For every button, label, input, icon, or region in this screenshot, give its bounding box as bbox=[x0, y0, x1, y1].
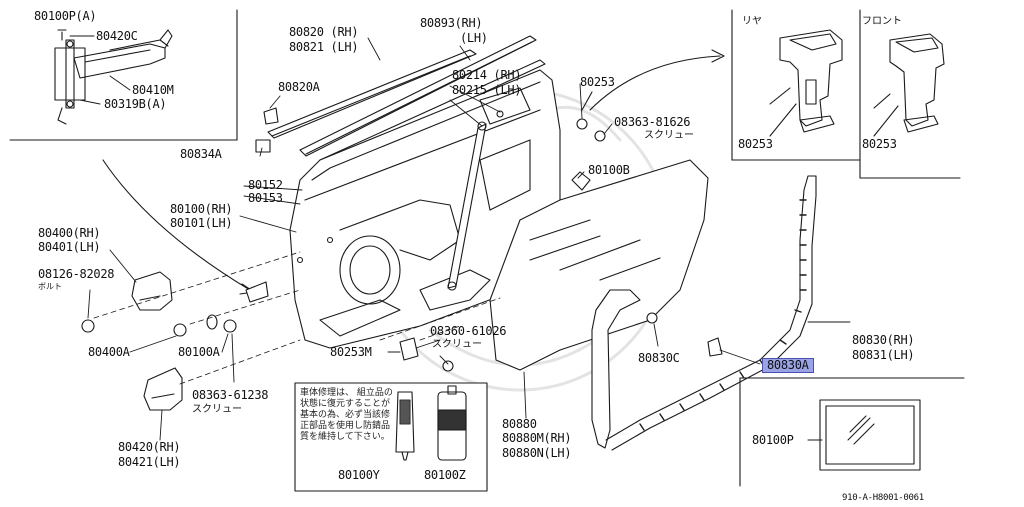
label-80820-RH: 80820 (RH) bbox=[289, 25, 359, 39]
label-80421-LH: 80421(LH) bbox=[118, 455, 181, 469]
note-box bbox=[294, 382, 488, 492]
leader-lines bbox=[69, 35, 851, 441]
label-80100Z: 80100Z bbox=[424, 468, 466, 482]
label-80214-RH: 80214 (RH) bbox=[452, 68, 522, 82]
label-80820A: 80820A bbox=[278, 80, 320, 94]
label-front: フロント bbox=[862, 16, 902, 27]
label-80410M: 80410M bbox=[132, 83, 174, 97]
label-80101-LH: 80101(LH) bbox=[170, 216, 233, 230]
label-80893-RH: 80893(RH) bbox=[420, 16, 483, 30]
label-screw-3: スクリュー bbox=[192, 404, 242, 415]
label-80420-RH: 80420(RH) bbox=[118, 440, 181, 454]
repair-note: 車体修理は、 組立品の状態に復元することが基本の為、必ず当該修正部品を使用し防錆… bbox=[300, 388, 393, 442]
door-inner-panel bbox=[289, 69, 561, 349]
door-moldings bbox=[267, 35, 546, 167]
label-80893-LH: (LH) bbox=[460, 31, 488, 45]
label-80100P-A: 80100P(A) bbox=[34, 9, 97, 23]
inset-hinge-box bbox=[9, 9, 238, 141]
label-80400-RH: 80400(RH) bbox=[38, 226, 101, 240]
label-08363-61238: 08363-61238 bbox=[192, 388, 269, 402]
alignment-dashes bbox=[93, 251, 501, 385]
label-screw-2: スクリュー bbox=[432, 339, 482, 350]
label-80100-RH: 80100(RH) bbox=[170, 202, 233, 216]
label-80830C: 80830C bbox=[638, 351, 680, 365]
glass-guide-rail bbox=[447, 121, 487, 291]
label-80319B-A: 80319B(A) bbox=[104, 97, 167, 111]
label-80880: 80880 bbox=[502, 417, 537, 431]
label-80880M-RH: 80880M(RH) bbox=[502, 431, 572, 445]
weatherstrip bbox=[591, 175, 817, 451]
label-80834A: 80834A bbox=[180, 147, 222, 161]
label-80420C: 80420C bbox=[96, 29, 138, 43]
label-80253-front: 80253 bbox=[862, 137, 897, 151]
label-80100A: 80100A bbox=[178, 345, 220, 359]
label-80153: 80153 bbox=[248, 191, 283, 205]
label-80152: 80152 bbox=[248, 178, 283, 192]
label-80253M: 80253M bbox=[330, 345, 372, 359]
label-80253-top: 80253 bbox=[580, 75, 615, 89]
label-80100Y: 80100Y bbox=[338, 468, 380, 482]
label-80100B: 80100B bbox=[588, 163, 630, 177]
label-80401-LH: 80401(LH) bbox=[38, 240, 101, 254]
label-80830-RH: 80830(RH) bbox=[852, 333, 915, 347]
label-80880N-LH: 80880N(LH) bbox=[502, 446, 572, 460]
door-glass bbox=[489, 159, 709, 371]
label-bolt: ボルト bbox=[38, 282, 62, 291]
diagram-code: 910-A-H8001-0061 bbox=[842, 493, 924, 503]
label-08126-82028: 08126-82028 bbox=[38, 267, 115, 281]
small-parts bbox=[81, 107, 723, 372]
door-hinges bbox=[131, 271, 183, 411]
inset-glass-box bbox=[739, 377, 965, 487]
label-08363-81626: 08363-81626 bbox=[614, 115, 691, 129]
label-80400A: 80400A bbox=[88, 345, 130, 359]
label-80253-rear: 80253 bbox=[738, 137, 773, 151]
label-80821-LH: 80821 (LH) bbox=[289, 40, 359, 54]
label-80215-LH: 80215 (LH) bbox=[452, 83, 522, 97]
label-80830A-highlighted[interactable]: 80830A bbox=[762, 358, 814, 373]
label-rear: リヤ bbox=[742, 16, 762, 27]
label-08360-61026: 08360-61026 bbox=[430, 324, 507, 338]
label-80100P: 80100P bbox=[752, 433, 794, 447]
inset-bracket-box bbox=[731, 9, 961, 179]
label-80831-LH: 80831(LH) bbox=[852, 348, 915, 362]
label-screw-1: スクリュー bbox=[644, 130, 694, 141]
